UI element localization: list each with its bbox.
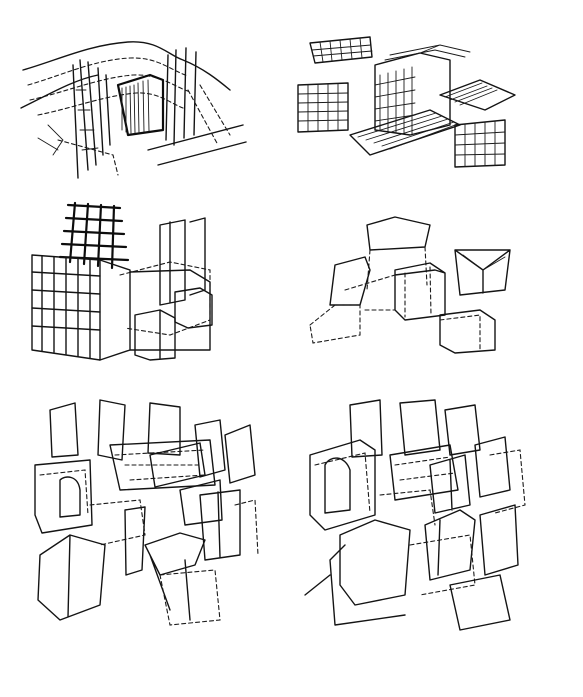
panel-wave-roof [18, 30, 248, 180]
panel-dashed-volumes [305, 215, 515, 355]
panel-gridded-blocks [30, 200, 240, 365]
panel-city-sketch-right [300, 395, 535, 635]
panel-city-sketch-left [30, 395, 265, 635]
panel-floating-grids [290, 35, 522, 170]
